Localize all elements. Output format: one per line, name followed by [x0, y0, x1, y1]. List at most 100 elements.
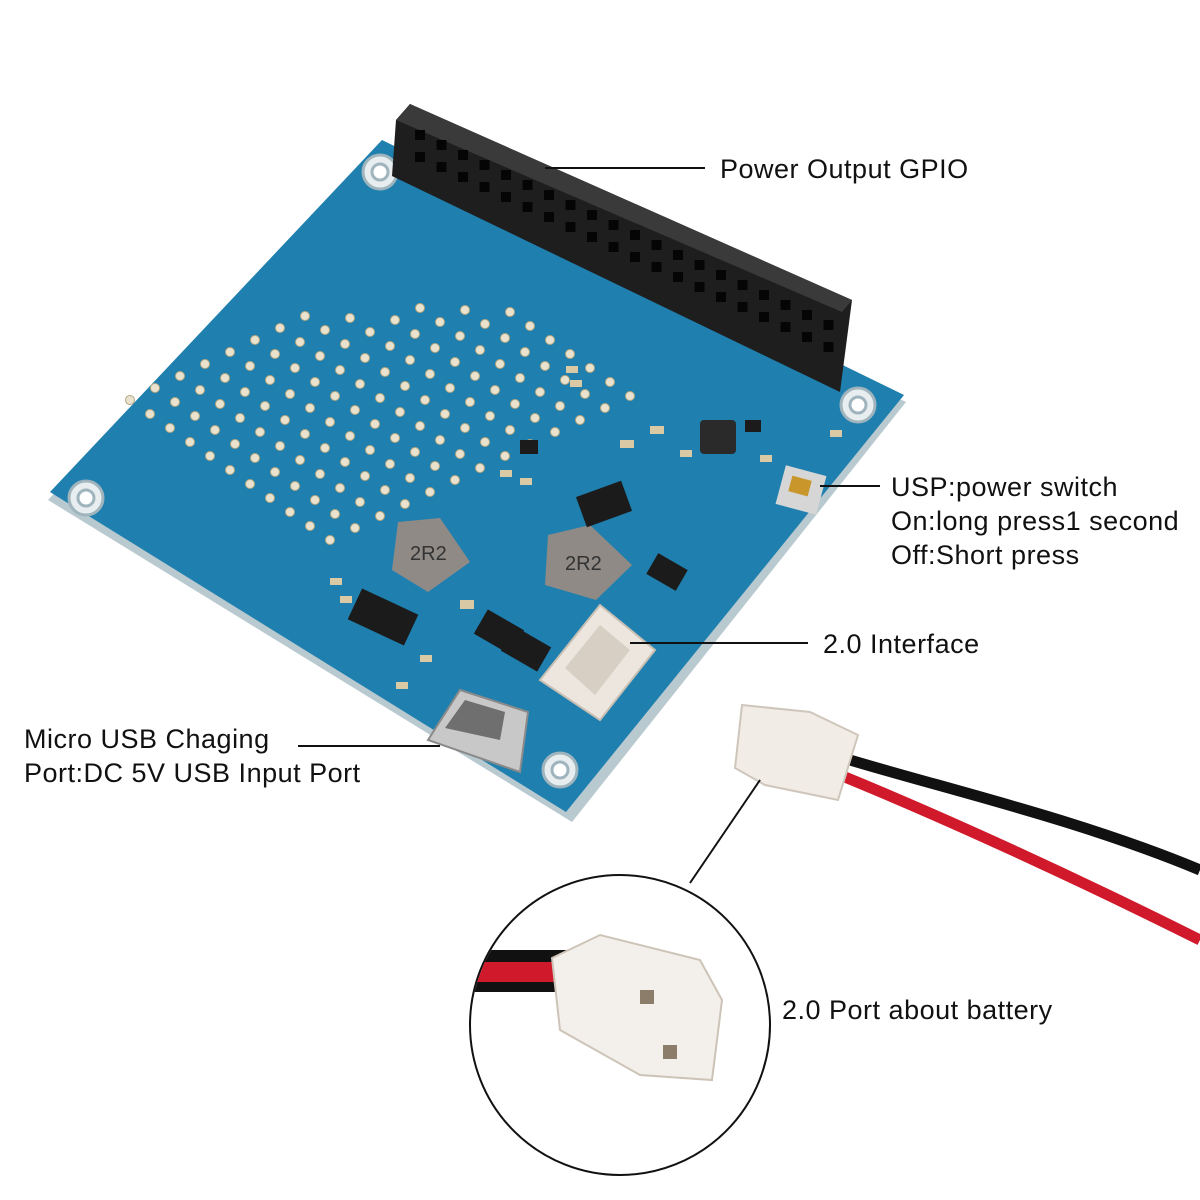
- proto-hole: [540, 361, 550, 371]
- header-pin-socket: [522, 180, 533, 190]
- proto-hole: [510, 399, 520, 409]
- leader-lines: [298, 167, 880, 884]
- proto-hole: [205, 451, 215, 461]
- header-pin-socket: [544, 190, 554, 200]
- proto-hole: [410, 329, 420, 339]
- proto-hole: [235, 413, 245, 423]
- header-pin-socket: [651, 240, 662, 250]
- proto-hole: [375, 393, 385, 403]
- proto-hole: [220, 373, 230, 383]
- header-pin-socket: [780, 300, 791, 310]
- proto-hole: [300, 311, 310, 321]
- proto-hole: [390, 433, 400, 443]
- proto-hole: [435, 317, 445, 327]
- proto-hole: [255, 427, 265, 437]
- inductor-left-marking: 2R2: [410, 543, 447, 565]
- proto-hole: [225, 465, 235, 475]
- header-pin-socket: [759, 290, 769, 300]
- switch-title: USP:power switch: [891, 472, 1119, 502]
- proto-hole: [345, 313, 355, 323]
- battery-plug-inset: [469, 874, 771, 1176]
- proto-hole: [480, 437, 490, 447]
- proto-hole: [215, 399, 225, 409]
- header-pin-socket: [544, 212, 554, 222]
- proto-hole: [435, 435, 445, 445]
- header-pin-socket: [608, 220, 619, 230]
- proto-hole: [395, 407, 405, 417]
- label-micro-usb: Micro USB Chaging Port:DC 5V USB Input P…: [24, 722, 361, 790]
- power-switch: [775, 465, 827, 515]
- proto-hole: [460, 305, 470, 315]
- proto-hole: [165, 423, 175, 433]
- proto-hole: [350, 523, 360, 533]
- proto-hole: [525, 321, 535, 331]
- proto-hole: [320, 325, 330, 335]
- proto-hole: [450, 357, 460, 367]
- proto-hole: [240, 387, 250, 397]
- label-power-switch: USP:power switch On:long press1 second O…: [891, 470, 1179, 572]
- proto-hole: [400, 381, 410, 391]
- proto-hole: [405, 355, 415, 365]
- header-pin-socket: [737, 280, 748, 290]
- proto-hole: [505, 425, 515, 435]
- proto-hole: [375, 511, 385, 521]
- header-pin-socket: [780, 322, 791, 332]
- proto-hole: [185, 437, 195, 447]
- proto-hole: [425, 487, 435, 497]
- board-jst-connector: [538, 603, 657, 722]
- proto-hole: [490, 385, 500, 395]
- proto-hole: [195, 385, 205, 395]
- proto-hole: [560, 375, 570, 385]
- proto-hole: [390, 315, 400, 325]
- proto-hole: [310, 495, 320, 505]
- proto-hole: [350, 405, 360, 415]
- proto-hole: [400, 499, 410, 509]
- proto-hole: [385, 341, 395, 351]
- proto-hole: [260, 401, 270, 411]
- proto-hole: [410, 447, 420, 457]
- header-pin-socket: [802, 332, 812, 342]
- header-pin-socket: [673, 250, 683, 260]
- header-pin-socket: [759, 312, 769, 322]
- proto-hole: [455, 449, 465, 459]
- proto-hole: [605, 377, 615, 387]
- proto-hole: [270, 349, 280, 359]
- proto-hole: [475, 345, 485, 355]
- proto-hole: [385, 459, 395, 469]
- label-battery-port: 2.0 Port about battery: [782, 995, 1053, 1025]
- header-pin-socket: [436, 140, 447, 150]
- proto-hole: [380, 485, 390, 495]
- proto-hole: [550, 427, 560, 437]
- proto-hole: [380, 367, 390, 377]
- proto-hole: [360, 353, 370, 363]
- proto-hole: [340, 457, 350, 467]
- proto-hole: [305, 403, 315, 413]
- proto-hole: [170, 397, 180, 407]
- proto-hole: [325, 417, 335, 427]
- proto-hole: [370, 419, 380, 429]
- proto-hole: [265, 375, 275, 385]
- proto-hole: [175, 371, 185, 381]
- proto-hole: [430, 343, 440, 353]
- header-pin-socket: [823, 320, 834, 330]
- header-pin-socket: [522, 202, 533, 212]
- proto-hole: [485, 411, 495, 421]
- header-pin-socket: [608, 242, 619, 252]
- proto-hole: [530, 413, 540, 423]
- proto-hole: [125, 395, 135, 405]
- header-pin-socket: [716, 270, 726, 280]
- switch-off-instruction: Off:Short press: [891, 540, 1080, 570]
- proto-hole: [290, 363, 300, 373]
- proto-hole: [505, 307, 515, 317]
- proto-hole: [565, 349, 575, 359]
- gpio-header: [392, 104, 852, 392]
- proto-hole: [280, 415, 290, 425]
- proto-hole: [295, 337, 305, 347]
- proto-hole: [250, 453, 260, 463]
- header-pin-socket: [716, 292, 726, 302]
- proto-hole: [515, 373, 525, 383]
- header-pin-socket: [458, 172, 468, 182]
- header-pin-socket: [737, 302, 748, 312]
- proto-hole: [270, 467, 280, 477]
- proto-hole: [575, 415, 585, 425]
